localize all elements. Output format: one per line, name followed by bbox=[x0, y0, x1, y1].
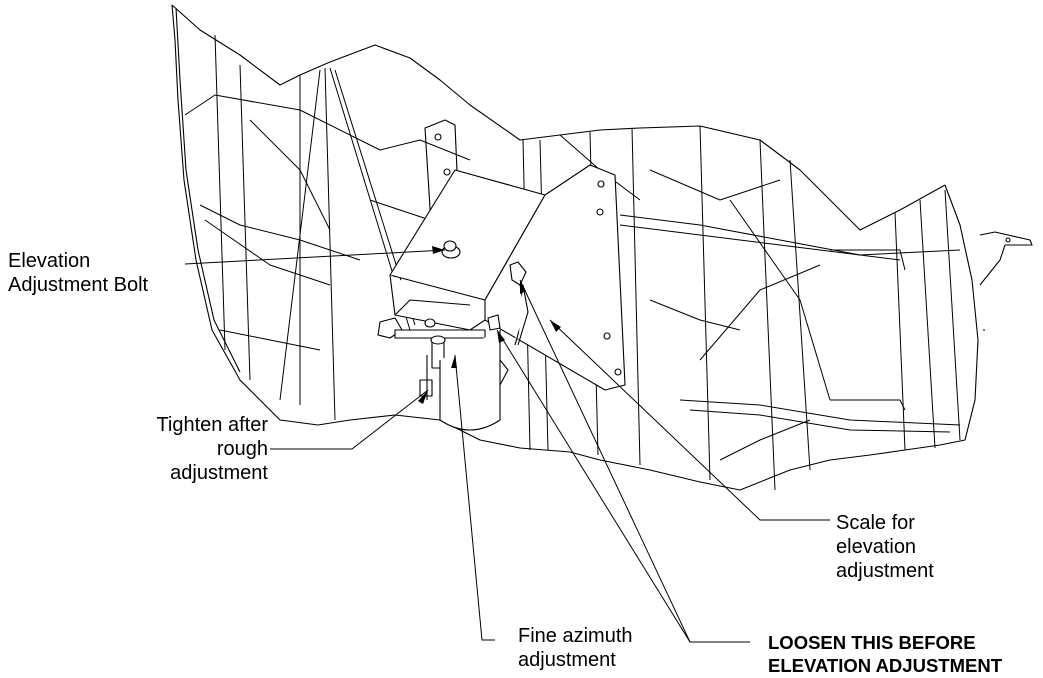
elevation-scale bbox=[488, 262, 528, 345]
callout-fine-azimuth: Fine azimuth adjustment bbox=[518, 625, 633, 671]
callout-elevation-scale: Scale for elevation adjustment bbox=[836, 512, 934, 582]
callout-elevation-bolt: Elevation Adjustment Bolt bbox=[8, 250, 149, 296]
arrowheads bbox=[418, 246, 561, 404]
azimuth-hardware bbox=[378, 318, 508, 430]
leader-lines bbox=[185, 250, 830, 642]
reflector-outline bbox=[172, 5, 978, 490]
callout-tighten-after-rough: Tighten after rough adjustment bbox=[156, 414, 268, 484]
feed-arm-bracket bbox=[980, 232, 1032, 330]
callout-loosen-warning: LOOSEN THIS BEFORE ELEVATION ADJUSTMENT bbox=[768, 632, 1002, 676]
elevation-bolt bbox=[442, 241, 460, 258]
mount-box bbox=[390, 165, 625, 390]
